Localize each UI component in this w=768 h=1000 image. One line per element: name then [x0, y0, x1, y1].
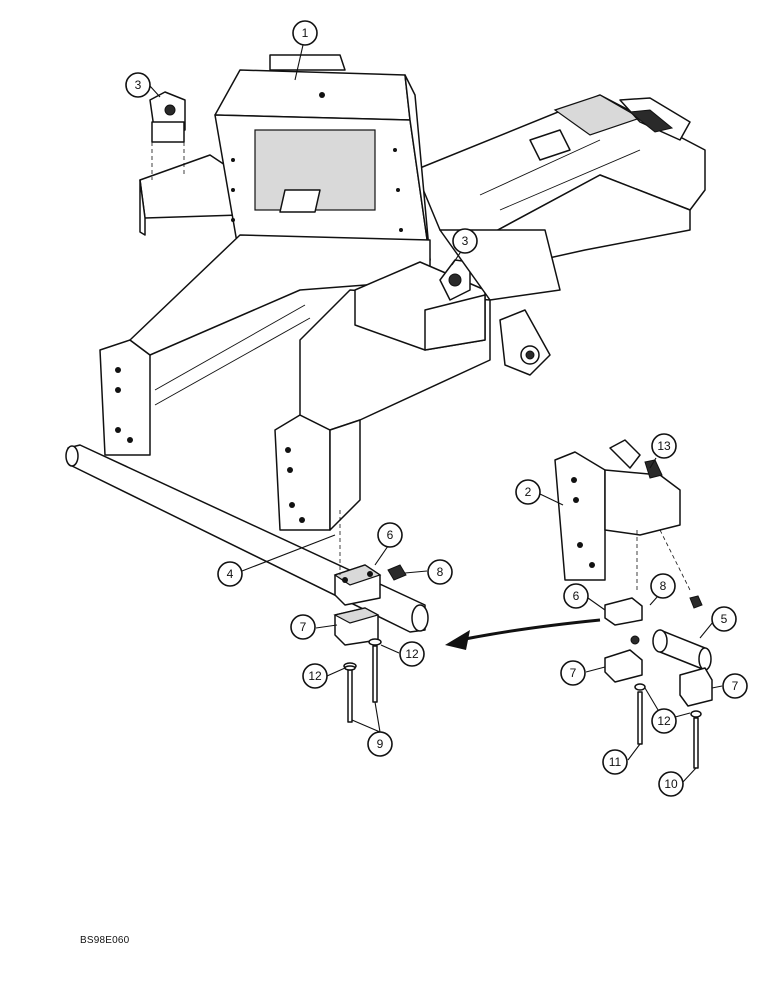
axle-bar	[65, 444, 429, 633]
pillow-block-left	[149, 91, 186, 180]
detail-arrow	[445, 618, 601, 650]
svg-text:7: 7	[732, 679, 739, 693]
svg-text:10: 10	[664, 777, 678, 791]
svg-text:2: 2	[525, 485, 532, 499]
right-detail-view	[554, 439, 713, 769]
callout-12-left: 12	[302, 663, 328, 689]
svg-text:4: 4	[227, 567, 234, 581]
callout-1: 1	[292, 20, 318, 46]
svg-text:7: 7	[300, 620, 307, 634]
callout-10: 10	[658, 771, 684, 797]
callout-3-left: 3	[125, 72, 151, 98]
svg-text:3: 3	[462, 234, 469, 248]
callout-7-right-lower: 7	[560, 660, 586, 686]
callout-6-left: 6	[377, 522, 403, 548]
svg-text:3: 3	[135, 78, 142, 92]
callout-9: 9	[367, 731, 393, 757]
svg-text:9: 9	[377, 737, 384, 751]
callout-7-right-far: 7	[722, 673, 748, 699]
callout-8-right: 8	[650, 573, 676, 599]
callout-12-middle: 12	[399, 641, 425, 667]
callout-3-center: 3	[452, 228, 478, 254]
svg-text:8: 8	[437, 565, 444, 579]
svg-text:12: 12	[657, 714, 671, 728]
drawing-code: BS98E060	[80, 935, 130, 946]
svg-text:12: 12	[405, 647, 419, 661]
main-frame	[99, 54, 706, 531]
callout-13: 13	[651, 433, 677, 459]
svg-text:7: 7	[570, 666, 577, 680]
callout-7-left: 7	[290, 614, 316, 640]
svg-text:1: 1	[302, 26, 309, 40]
svg-text:11: 11	[609, 755, 622, 769]
callout-8-left: 8	[427, 559, 453, 585]
svg-text:8: 8	[660, 579, 667, 593]
svg-text:13: 13	[657, 439, 671, 453]
svg-text:5: 5	[721, 612, 728, 626]
callout-2: 2	[515, 479, 541, 505]
callout-12-right: 12	[651, 708, 677, 734]
callout-5: 5	[711, 606, 737, 632]
callout-11: 11	[602, 749, 628, 775]
left-clamp-assembly	[333, 510, 407, 723]
svg-text:12: 12	[308, 669, 322, 683]
callout-6-right: 6	[563, 583, 589, 609]
svg-text:6: 6	[573, 589, 580, 603]
callout-4: 4	[217, 561, 243, 587]
svg-text:6: 6	[387, 528, 394, 542]
weight-box	[214, 54, 431, 261]
